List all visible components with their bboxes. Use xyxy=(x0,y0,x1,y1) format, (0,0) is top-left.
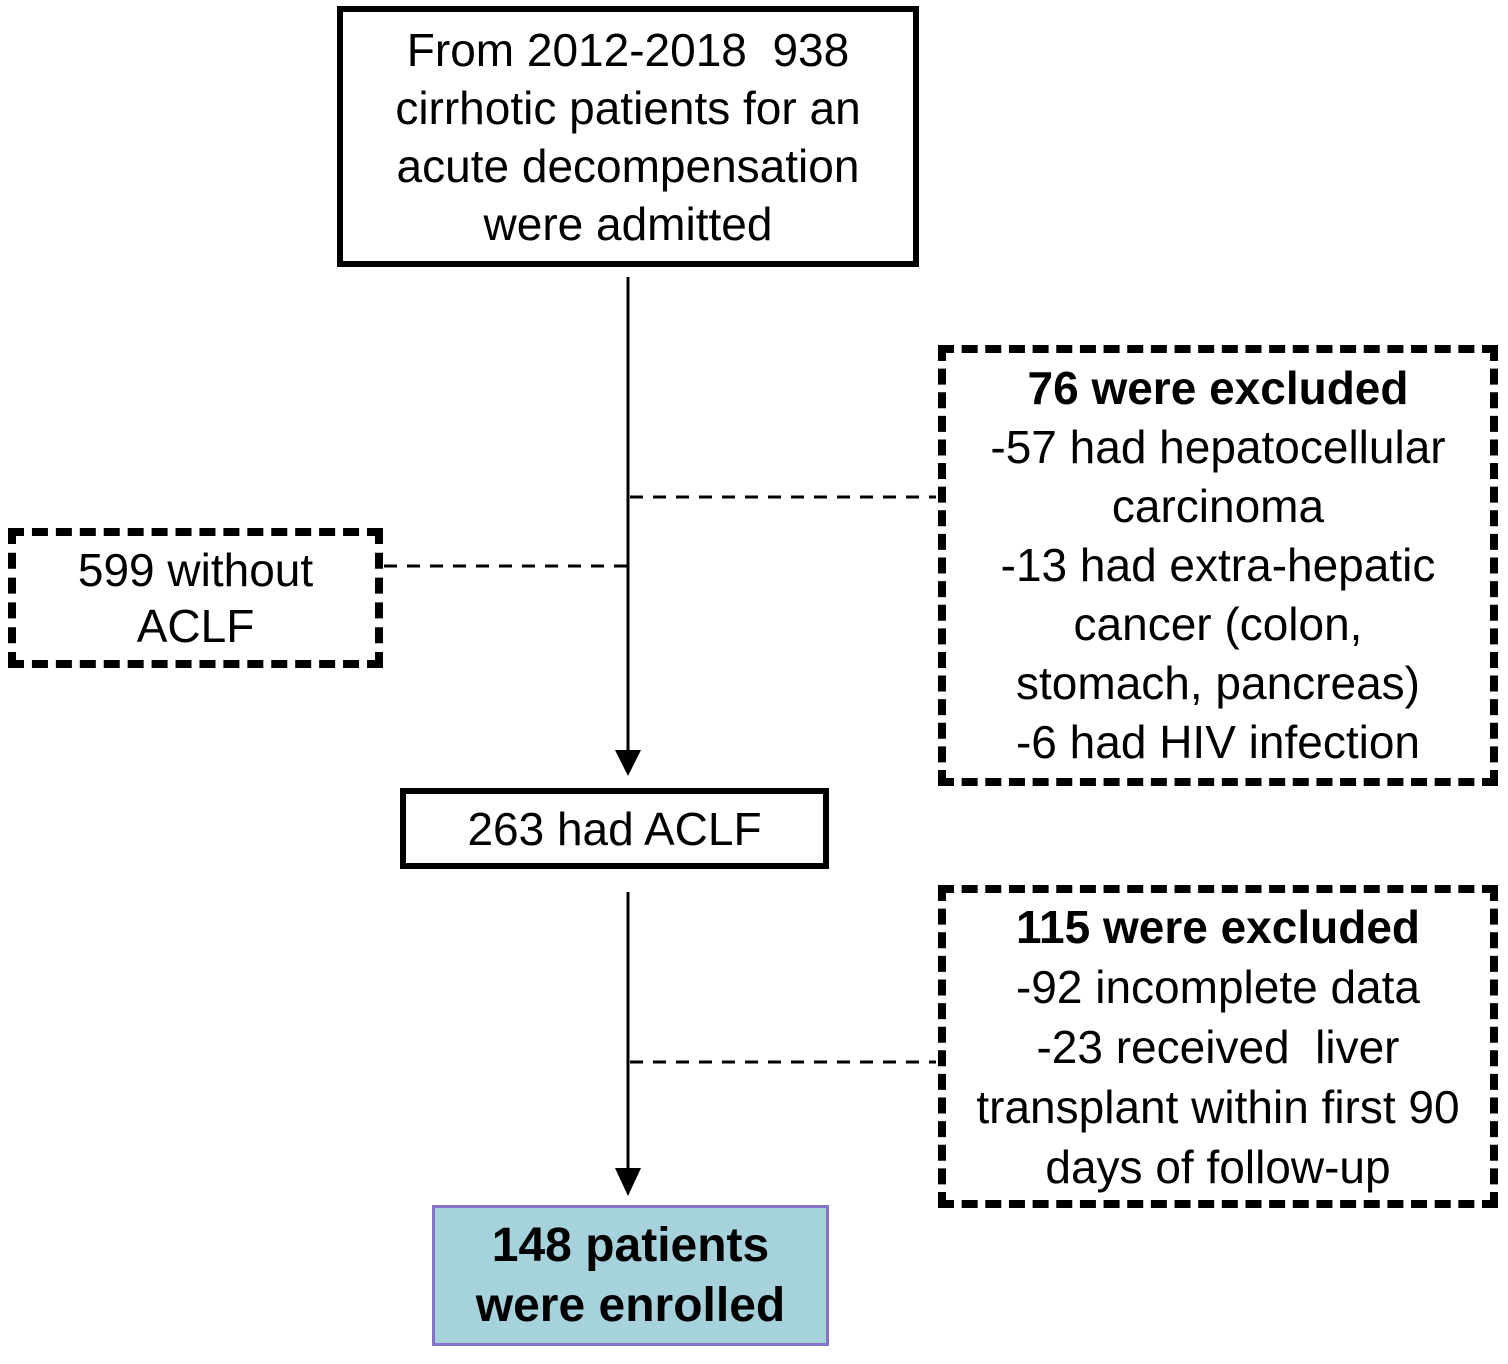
box-admitted-text: From 2012-2018 938 cirrhotic patients fo… xyxy=(395,23,861,250)
arrow-aclf-to-enrolled-head xyxy=(615,1168,641,1196)
box-excluded-76-heading: 76 were excluded xyxy=(1027,362,1409,414)
arrow-admitted-to-aclf-head xyxy=(615,750,641,776)
box-had-aclf-text: 263 had ACLF xyxy=(467,802,762,855)
box-excluded-115-heading: 115 were excluded xyxy=(1015,900,1421,953)
box-enrolled-patients: 148 patients were enrolled xyxy=(432,1205,829,1346)
box-admitted-patients: From 2012-2018 938 cirrhotic patients fo… xyxy=(337,6,919,267)
box-excluded-76: 76 were excluded -57 had hepatocellular … xyxy=(938,345,1498,786)
box-without-aclf: 599 without ACLF xyxy=(8,528,383,668)
box-enrolled-text: 148 patients were enrolled xyxy=(475,1218,786,1332)
box-had-aclf: 263 had ACLF xyxy=(400,788,829,869)
box-excluded-76-body: -57 had hepatocellular carcinoma -13 had… xyxy=(990,421,1446,768)
box-without-aclf-text: 599 without ACLF xyxy=(77,544,314,652)
box-excluded-115-body: -92 incomplete data -23 received liver t… xyxy=(976,960,1460,1193)
box-excluded-115: 115 were excluded -92 incomplete data -2… xyxy=(938,885,1498,1208)
